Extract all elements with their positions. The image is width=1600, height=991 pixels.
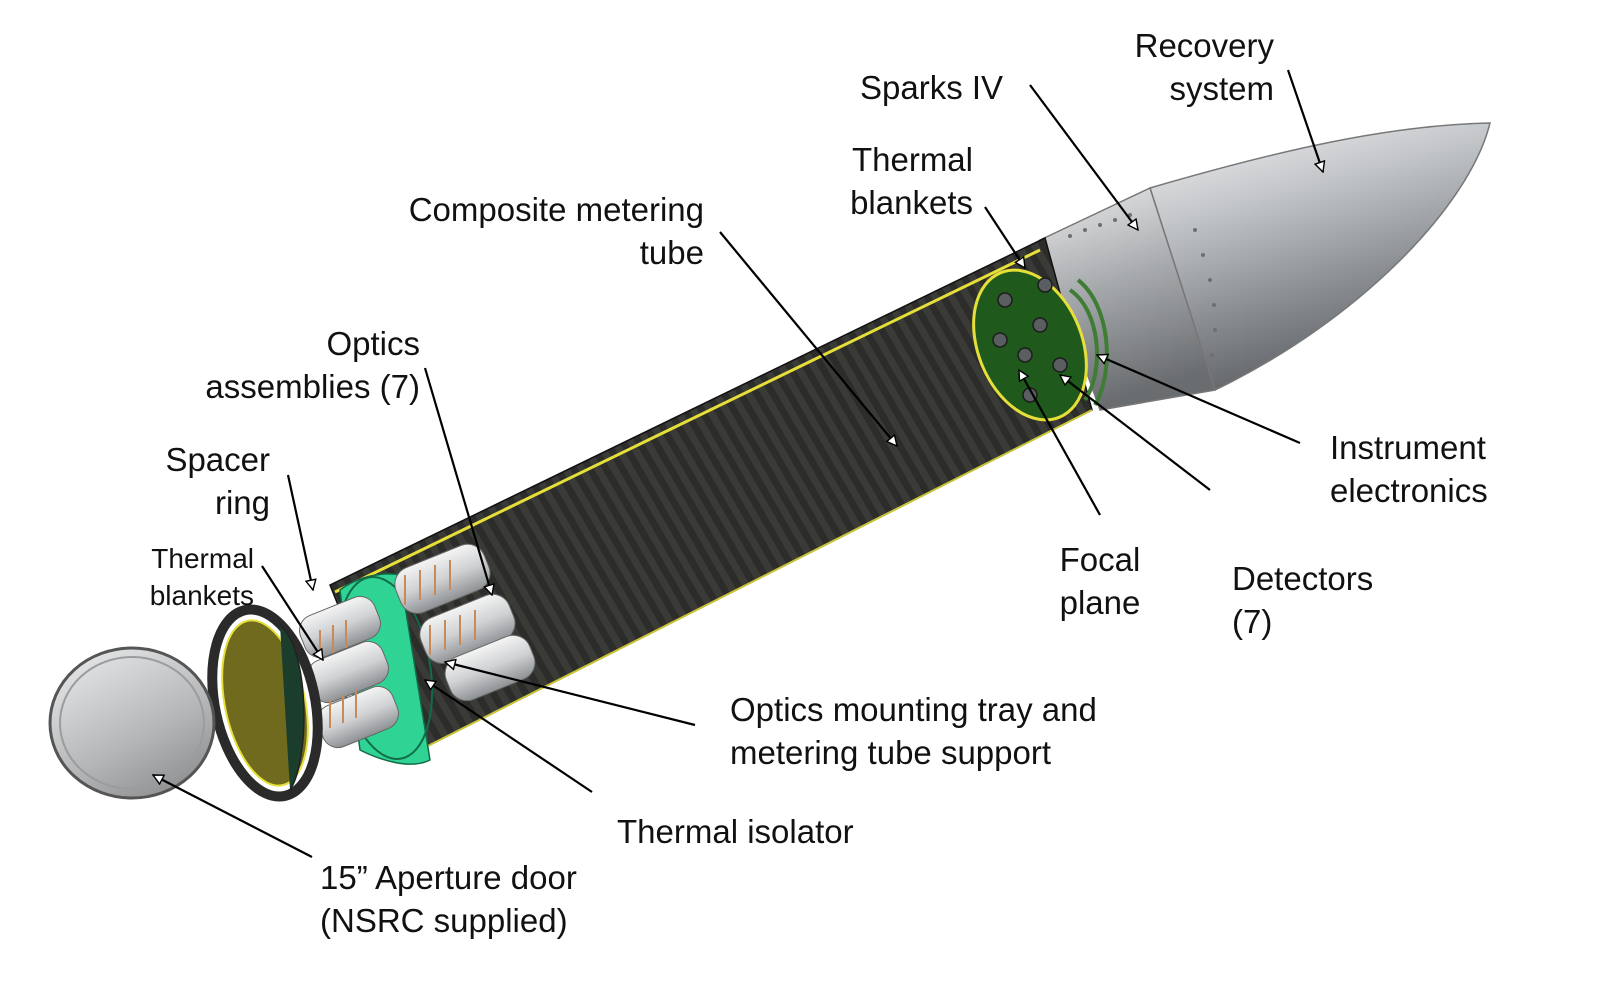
leader-thermal-blankets-left: [261, 565, 324, 660]
leader-spacer-ring: [286, 474, 313, 590]
label-thermal-blankets-left: Thermal blankets: [149, 543, 254, 611]
leader-sparks-iv: [1029, 84, 1138, 230]
leader-focal-plane: [1018, 370, 1101, 516]
label-thermal-blankets-top: Thermal blankets: [850, 141, 973, 221]
nose-cone: [1149, 122, 1491, 392]
leader-aperture-door: [153, 774, 313, 858]
label-composite-metering-tube: Composite metering tube: [408, 191, 704, 271]
thermal-blanket-edge: [334, 248, 1041, 594]
leader-thermal-isolator: [425, 679, 593, 793]
label-focal-plane: Focal plane: [1059, 541, 1141, 621]
spacer-ring: [207, 604, 323, 802]
aperture-door: [48, 646, 216, 800]
label-recovery-system: Recovery system: [1134, 27, 1274, 107]
label-thermal-isolator: Thermal isolator: [617, 813, 854, 850]
leader-instrument-electronics: [1097, 355, 1301, 445]
leader-lines: [153, 69, 1323, 858]
leader-optics-assemblies: [423, 367, 492, 595]
label-detectors: Detectors (7): [1232, 560, 1374, 640]
label-instrument-electronics: Instrument electronics: [1330, 429, 1488, 509]
focal-plane-plate: [972, 268, 1088, 422]
leader-optics-mounting-tray: [445, 662, 696, 727]
leader-detectors: [1060, 375, 1211, 491]
leader-composite-tube: [719, 231, 897, 446]
label-optics-assemblies: Optics assemblies (7): [205, 325, 420, 405]
label-sparks-iv: Sparks IV: [860, 69, 1004, 106]
label-aperture-door: 15” Aperture door (NSRC supplied): [320, 859, 577, 939]
leader-thermal-blankets-top: [984, 206, 1026, 268]
optics-assemblies: [298, 543, 536, 749]
label-spacer-ring: Spacer ring: [165, 441, 270, 521]
leader-recovery-system: [1286, 69, 1323, 172]
rivet-row: [1068, 213, 1217, 357]
label-optics-mounting-tray: Optics mounting tray and metering tube s…: [730, 691, 1097, 771]
